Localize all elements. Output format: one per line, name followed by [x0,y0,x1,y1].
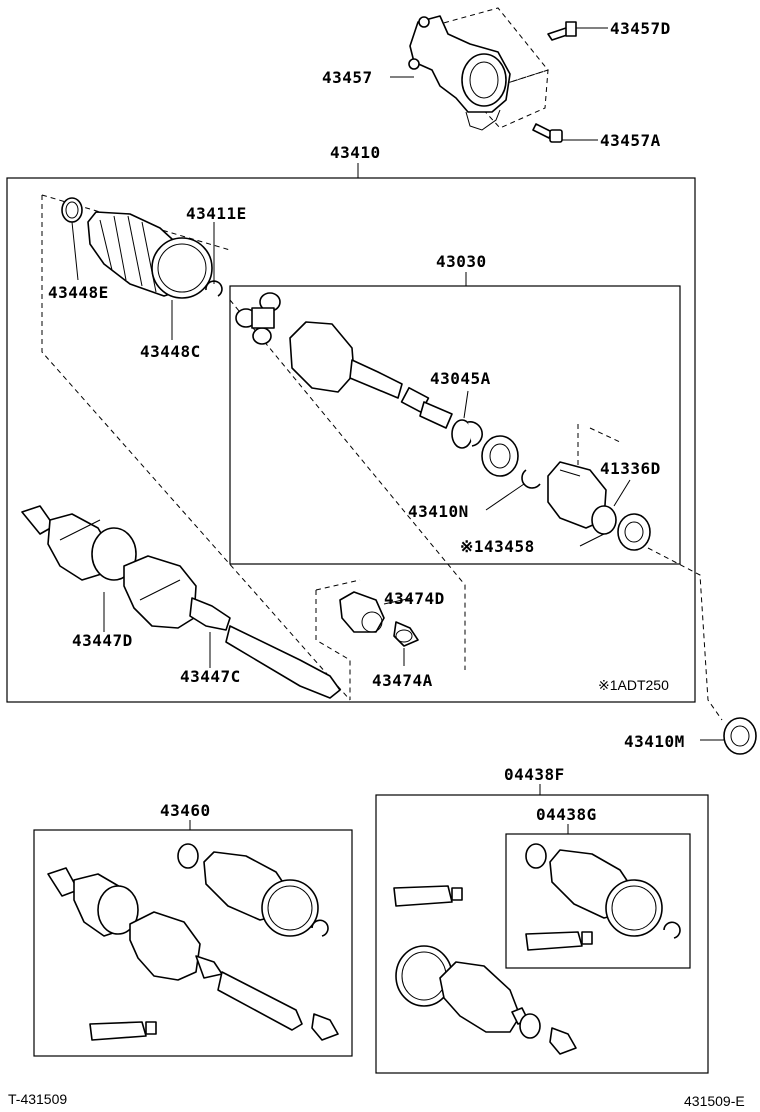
label-43457: 43457 [322,68,373,87]
boot-kit-04438G-box [505,833,691,969]
label-43448E: 43448E [48,283,109,302]
clamp-43474A [393,621,419,647]
boot-kit-04438F [393,885,577,1055]
drive-shaft-43460 [47,843,339,1041]
label-43410M: 43410M [624,732,685,751]
oil-seal-43410M [723,717,757,755]
label-43411E: 43411E [186,204,247,223]
drive-shaft-43447 [21,505,341,699]
label-43474A: 43474A [372,671,433,690]
label-43410: 43410 [330,143,381,162]
footer-right-code: 431509-E [684,1093,745,1109]
clamp-43448E [61,197,83,223]
note-1ADT250: ※1ADT250 [598,677,669,693]
dust-cover-41336D [547,424,651,551]
label-43447C: 43447C [180,667,241,686]
label-04438F: 04438F [504,765,565,784]
label-43045A: 43045A [430,369,491,388]
label-43410N: 43410N [408,502,469,521]
boot-kit-04438G [525,843,681,951]
label-43457D: 43457D [610,19,671,38]
label-43474D: 43474D [384,589,445,608]
label-41336D: 41336D [600,459,661,478]
label-04438G: 04438G [536,805,597,824]
drive-shaft-kit-43460-box [33,829,353,1057]
footer-left-code: T-431509 [8,1091,67,1107]
inboard-housing [289,321,453,429]
label-43030: 43030 [436,252,487,271]
bearing-group-43045A [451,419,541,489]
boot-kit-04438F-box [375,794,709,1074]
tripod-joint [235,292,281,345]
boot-43448C [87,211,213,299]
damper-43474D [339,591,385,633]
bearing-bracket-43457 [408,7,577,143]
inboard-joint-box [229,285,681,565]
label-43460: 43460 [160,801,211,820]
label-43447D: 43447D [72,631,133,650]
label-143458: ※143458 [460,537,535,556]
label-43448C: 43448C [140,342,201,361]
label-43457A: 43457A [600,131,661,150]
drive-shaft-assembly-box [6,177,696,703]
